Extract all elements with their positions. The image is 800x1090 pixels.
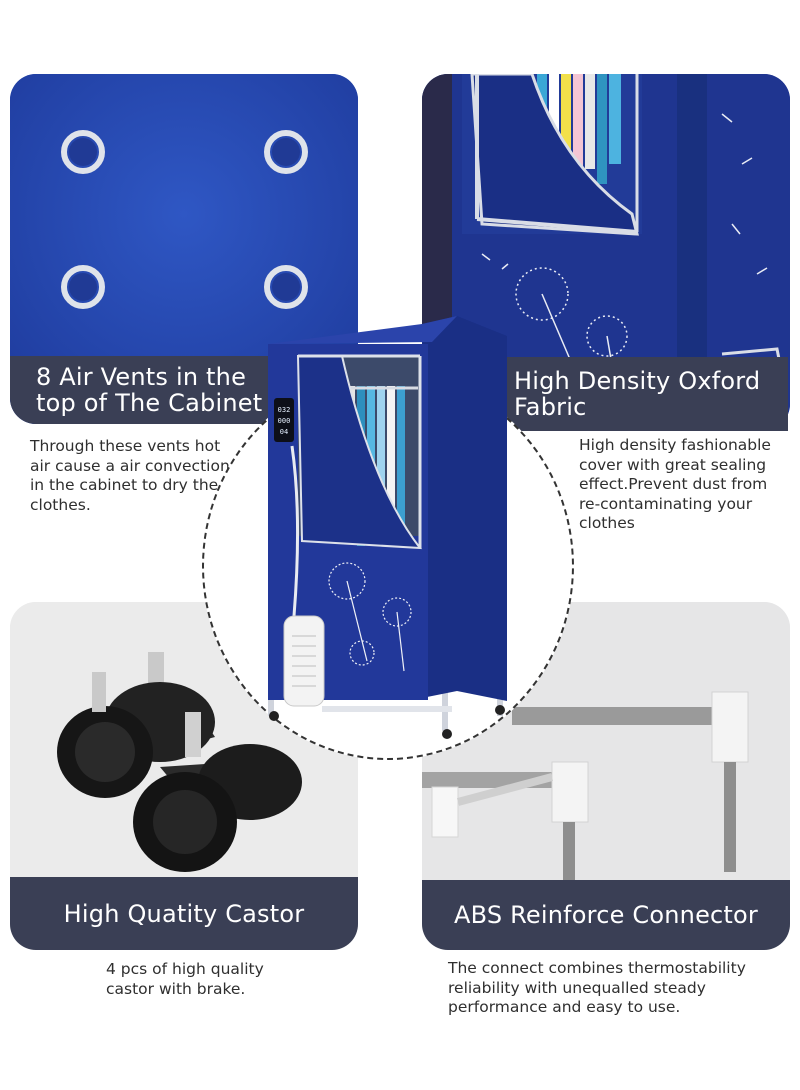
svg-text:032: 032	[278, 406, 291, 414]
vent-grommet	[61, 130, 105, 174]
oxford-fabric-title-line2: Fabric	[514, 393, 587, 421]
wardrobe-dryer-product: 032 000 04	[268, 316, 507, 739]
air-vents-description: Through these vents hot air cause a air …	[30, 437, 230, 514]
castor-wheel	[133, 712, 302, 872]
vent-grommet	[264, 265, 308, 309]
castor-wheel	[92, 672, 106, 712]
oxford-fabric-title-bar: High Density Oxford Fabric	[496, 357, 788, 431]
castor-title: High Quatity Castor	[63, 899, 305, 928]
connector-title: ABS Reinforce Connector	[453, 901, 758, 929]
air-vents-panel	[10, 74, 358, 424]
vent-grommet	[61, 265, 105, 309]
castor-description: 4 pcs of high quality castor with brake.	[106, 960, 264, 998]
vent-grommet	[264, 130, 308, 174]
heater-unit	[283, 615, 325, 707]
air-vents-title-line2: top of The Cabinet	[36, 389, 263, 417]
svg-text:04: 04	[280, 428, 288, 436]
oxford-fabric-title-line1: High Density Oxford	[514, 367, 761, 395]
air-vents-title-line1: 8 Air Vents in the	[36, 363, 247, 391]
svg-text:000: 000	[278, 417, 291, 425]
connector-description: The connect combines thermostability rel…	[448, 959, 746, 1016]
control-panel-display: 032 000 04	[274, 398, 294, 442]
castor-title-bar: High Quatity Castor	[10, 877, 358, 950]
oxford-fabric-description: High density fashionable cover with grea…	[579, 436, 771, 532]
connector-title-bar: ABS Reinforce Connector	[422, 880, 790, 950]
dandelion-pattern	[328, 562, 412, 672]
